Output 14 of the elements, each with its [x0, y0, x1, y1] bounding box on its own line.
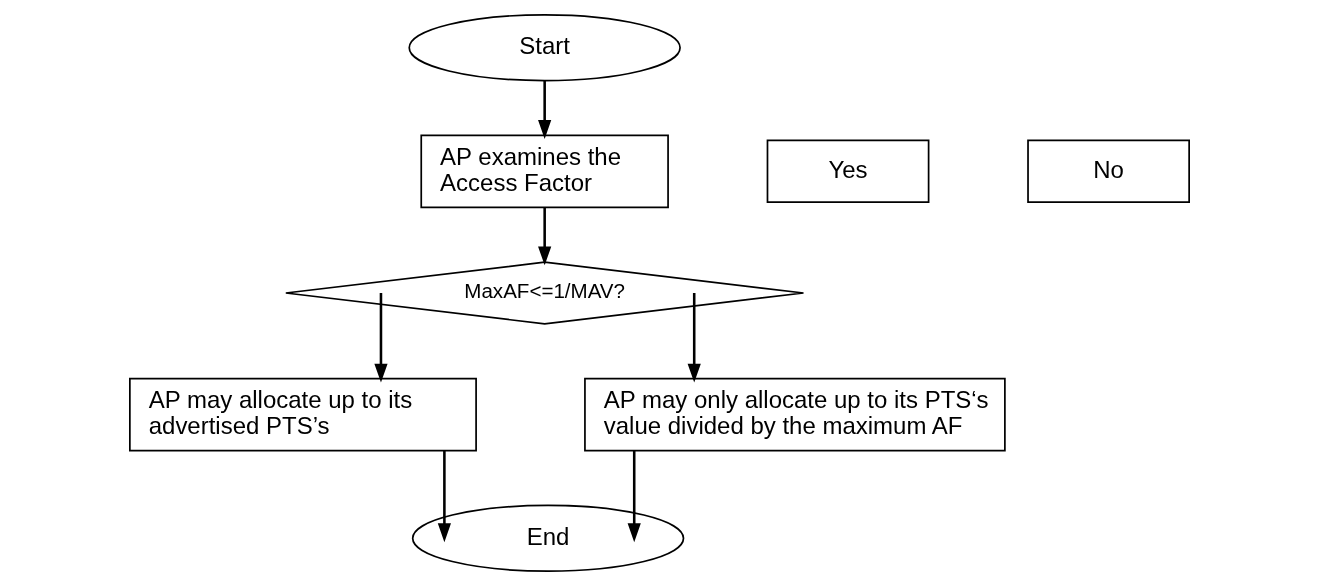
node-box: AP may allocate up to its advertised PTS’s [129, 377, 477, 452]
arrow [437, 450, 451, 543]
node-box: AP examines the Access Factor [420, 134, 669, 209]
node-ellipse: Start [408, 14, 681, 82]
arrow [627, 450, 641, 543]
node-box: AP may only allocate up to its PTS‘s value divided by the maximum AF [584, 377, 1006, 452]
arrow [374, 293, 388, 383]
arrow [538, 207, 552, 266]
node-diamond: MaxAF<=1/MAV? [285, 261, 805, 325]
node-ellipse: End [411, 504, 685, 572]
node-box: No [1027, 139, 1190, 203]
node-box: Yes [766, 139, 930, 203]
arrow [538, 80, 552, 139]
arrow [687, 293, 701, 383]
